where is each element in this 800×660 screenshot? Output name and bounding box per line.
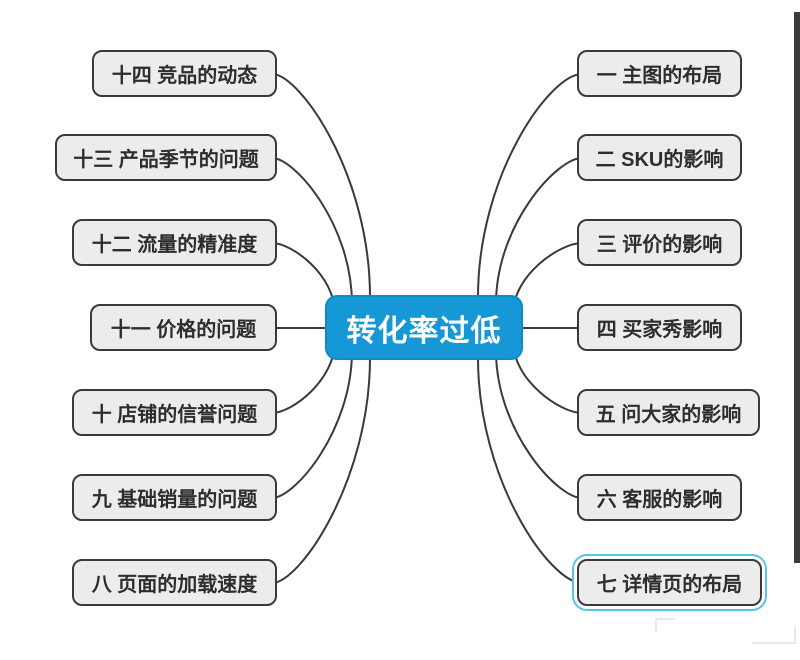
- connector-right-2: [495, 157, 583, 305]
- right-edge-bar: [794, 12, 800, 563]
- node-4-buyer-show-impact[interactable]: 四 买家秀影响: [577, 304, 742, 351]
- node-13-product-seasonality[interactable]: 十三 产品季节的问题: [55, 134, 277, 181]
- node-7-detail-page-layout[interactable]: 七 详情页的布局: [577, 559, 762, 606]
- node-8-page-load-speed[interactable]: 八 页面的加载速度: [72, 559, 277, 606]
- central-topic[interactable]: 转化率过低: [325, 295, 523, 360]
- node-10-store-reputation[interactable]: 十 店铺的信誉问题: [72, 389, 277, 436]
- connector-right-1: [477, 73, 583, 298]
- connector-right-5: [512, 340, 583, 414]
- faint-watermark: [752, 626, 796, 644]
- node-2-sku-impact[interactable]: 二 SKU的影响: [577, 134, 742, 181]
- node-9-base-sales[interactable]: 九 基础销量的问题: [72, 474, 277, 521]
- connector-left-1: [271, 73, 371, 298]
- connector-left-7: [271, 357, 371, 584]
- node-5-qna-impact[interactable]: 五 问大家的影响: [577, 389, 760, 436]
- connector-left-2: [271, 157, 353, 305]
- node-12-traffic-precision[interactable]: 十二 流量的精准度: [72, 219, 277, 266]
- node-3-review-impact[interactable]: 三 评价的影响: [577, 219, 742, 266]
- faint-watermark: [655, 618, 675, 632]
- node-6-customer-service-impact[interactable]: 六 客服的影响: [577, 474, 742, 521]
- node-11-price-issue[interactable]: 十一 价格的问题: [90, 304, 277, 351]
- connector-right-3: [512, 242, 583, 315]
- connector-right-7: [477, 357, 583, 584]
- node-14-competitor-trends[interactable]: 十四 竞品的动态: [92, 50, 277, 97]
- connector-right-6: [495, 350, 583, 499]
- connector-left-6: [271, 350, 353, 499]
- node-1-main-image-layout[interactable]: 一 主图的布局: [577, 50, 742, 97]
